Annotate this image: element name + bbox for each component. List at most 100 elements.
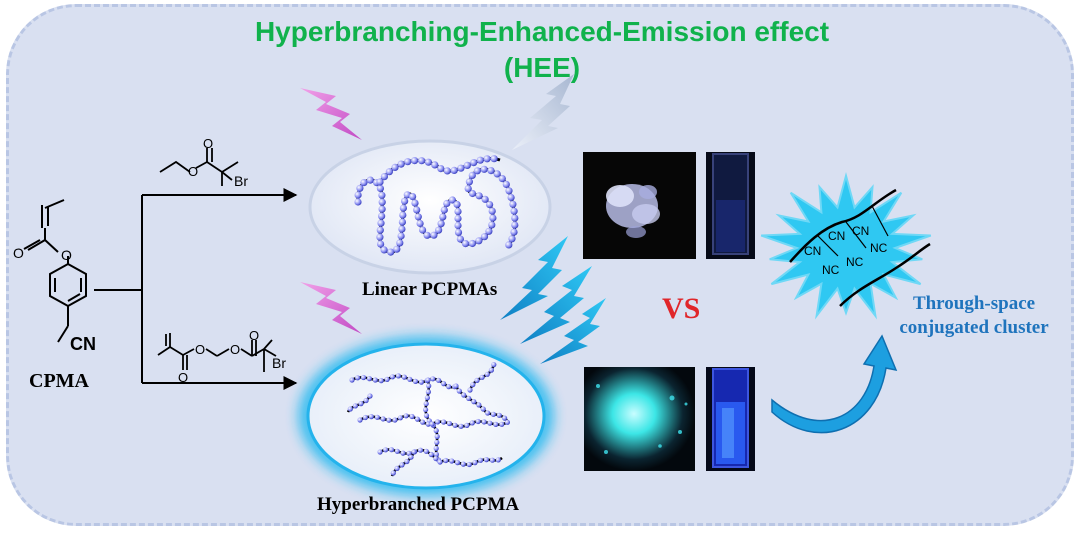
polymer-bead [454, 214, 462, 223]
title-line-2: (HEE) [503, 52, 581, 83]
linear-chain-beads [354, 155, 519, 256]
polymer-bead [489, 457, 495, 463]
polymer-bead [423, 407, 429, 413]
polymer-bead [397, 415, 403, 421]
polymer-bead [479, 374, 485, 380]
initiator-hb-oxygen-4: O [249, 328, 259, 343]
polymer-bead [484, 371, 490, 377]
polymer-bead [454, 221, 462, 230]
initiator-hb-oxygen-3: O [230, 342, 240, 357]
polymer-bead [511, 214, 519, 222]
initiator-linear [159, 148, 239, 186]
polymer-bead [511, 221, 519, 229]
polymer-bead [480, 406, 486, 412]
polymer-bead [356, 184, 364, 192]
polymer-bead [472, 460, 478, 466]
polymer-bead [424, 158, 432, 166]
polymer-bead [433, 455, 439, 462]
cluster-group-6: NC [822, 263, 840, 277]
polymer-bead [376, 233, 384, 241]
polymer-bead [470, 382, 476, 388]
polymer-bead [471, 399, 477, 405]
polymer-bead [426, 383, 432, 389]
polymer-bead [457, 164, 465, 172]
polymer-bead [450, 166, 458, 174]
polymer-bead [403, 413, 409, 419]
polymer-bead [390, 470, 396, 476]
polymer-bead [431, 161, 439, 169]
polymer-bead [401, 374, 407, 380]
polymer-bead [475, 418, 481, 425]
uv-bolt-top-icon [300, 88, 362, 140]
polymer-bead [496, 412, 502, 418]
polymer-bead [377, 240, 385, 248]
polymer-bead [480, 233, 489, 241]
polymer-bead [408, 454, 414, 460]
polymer-bead [352, 403, 358, 409]
polymer-bead [483, 155, 491, 163]
uv-bolt-bottom-icon [300, 282, 362, 334]
cluster-label-line-1: Through-space [912, 293, 1036, 314]
polymer-bead [453, 383, 459, 389]
polymer-bead [495, 457, 501, 463]
polymer-bead [355, 375, 361, 381]
polymer-bead [437, 220, 445, 228]
polymer-bead [378, 212, 386, 220]
oxygen-ester: O [61, 247, 72, 263]
polymer-bead [397, 160, 405, 168]
polymer-bead [398, 218, 406, 226]
hyperbranched-powder-specks [596, 384, 688, 454]
polymer-bead [362, 414, 368, 421]
polymer-bead [486, 201, 494, 209]
polymer-bead [453, 200, 461, 209]
polymer-bead [489, 214, 497, 222]
polymer-bead [360, 179, 368, 187]
polymer-bead [446, 420, 452, 427]
polymer-bead [400, 450, 406, 456]
cluster-chains [789, 188, 931, 307]
polymer-bead [505, 241, 513, 249]
polymer-bead [366, 176, 374, 184]
polymer-bead [443, 457, 449, 464]
polymer-bead [409, 193, 417, 201]
polymer-bead [411, 157, 419, 165]
polymer-bead [504, 419, 510, 425]
polymer-bead [466, 461, 472, 468]
polymer-bead [404, 458, 410, 465]
polymer-bead [480, 165, 488, 173]
polymer-bead [404, 158, 412, 166]
polymer-bead [374, 414, 380, 420]
polymer-bead [454, 460, 461, 466]
polymer-bead [430, 376, 436, 382]
polymer-bead [368, 414, 374, 420]
polymer-bead [441, 381, 447, 387]
polymer-bead [414, 213, 422, 221]
title-line-1: Hyperbranching-Enhanced-Emission effect [254, 16, 830, 47]
polymer-bead [440, 206, 448, 214]
polymer-bead [357, 417, 363, 423]
polymer-bead [396, 239, 404, 247]
polymer-bead [487, 420, 493, 426]
polymer-bead [463, 161, 471, 169]
polymer-bead [429, 421, 435, 427]
polymer-bead [467, 387, 473, 393]
polymer-bead [392, 417, 398, 423]
polymer-bead [476, 156, 484, 164]
polymer-bead [485, 227, 493, 235]
polymer-bead [399, 204, 407, 212]
polymer-bead [493, 421, 499, 427]
polymer-bead [387, 248, 395, 256]
polymer-bead [477, 457, 484, 463]
polymer-bead [354, 198, 362, 206]
polymer-bead [490, 155, 498, 163]
polymer-bead [420, 419, 426, 425]
polymer-bead [509, 200, 517, 208]
polymer-bead [430, 231, 438, 239]
cluster-group-2: CN [828, 229, 845, 243]
initiator-hyperbranched [157, 333, 277, 372]
polymer-bead [435, 419, 441, 425]
polymer-bead [424, 395, 430, 401]
polymer-bead [433, 428, 439, 434]
polymer-bead [386, 417, 392, 423]
polymer-bead [412, 378, 419, 384]
